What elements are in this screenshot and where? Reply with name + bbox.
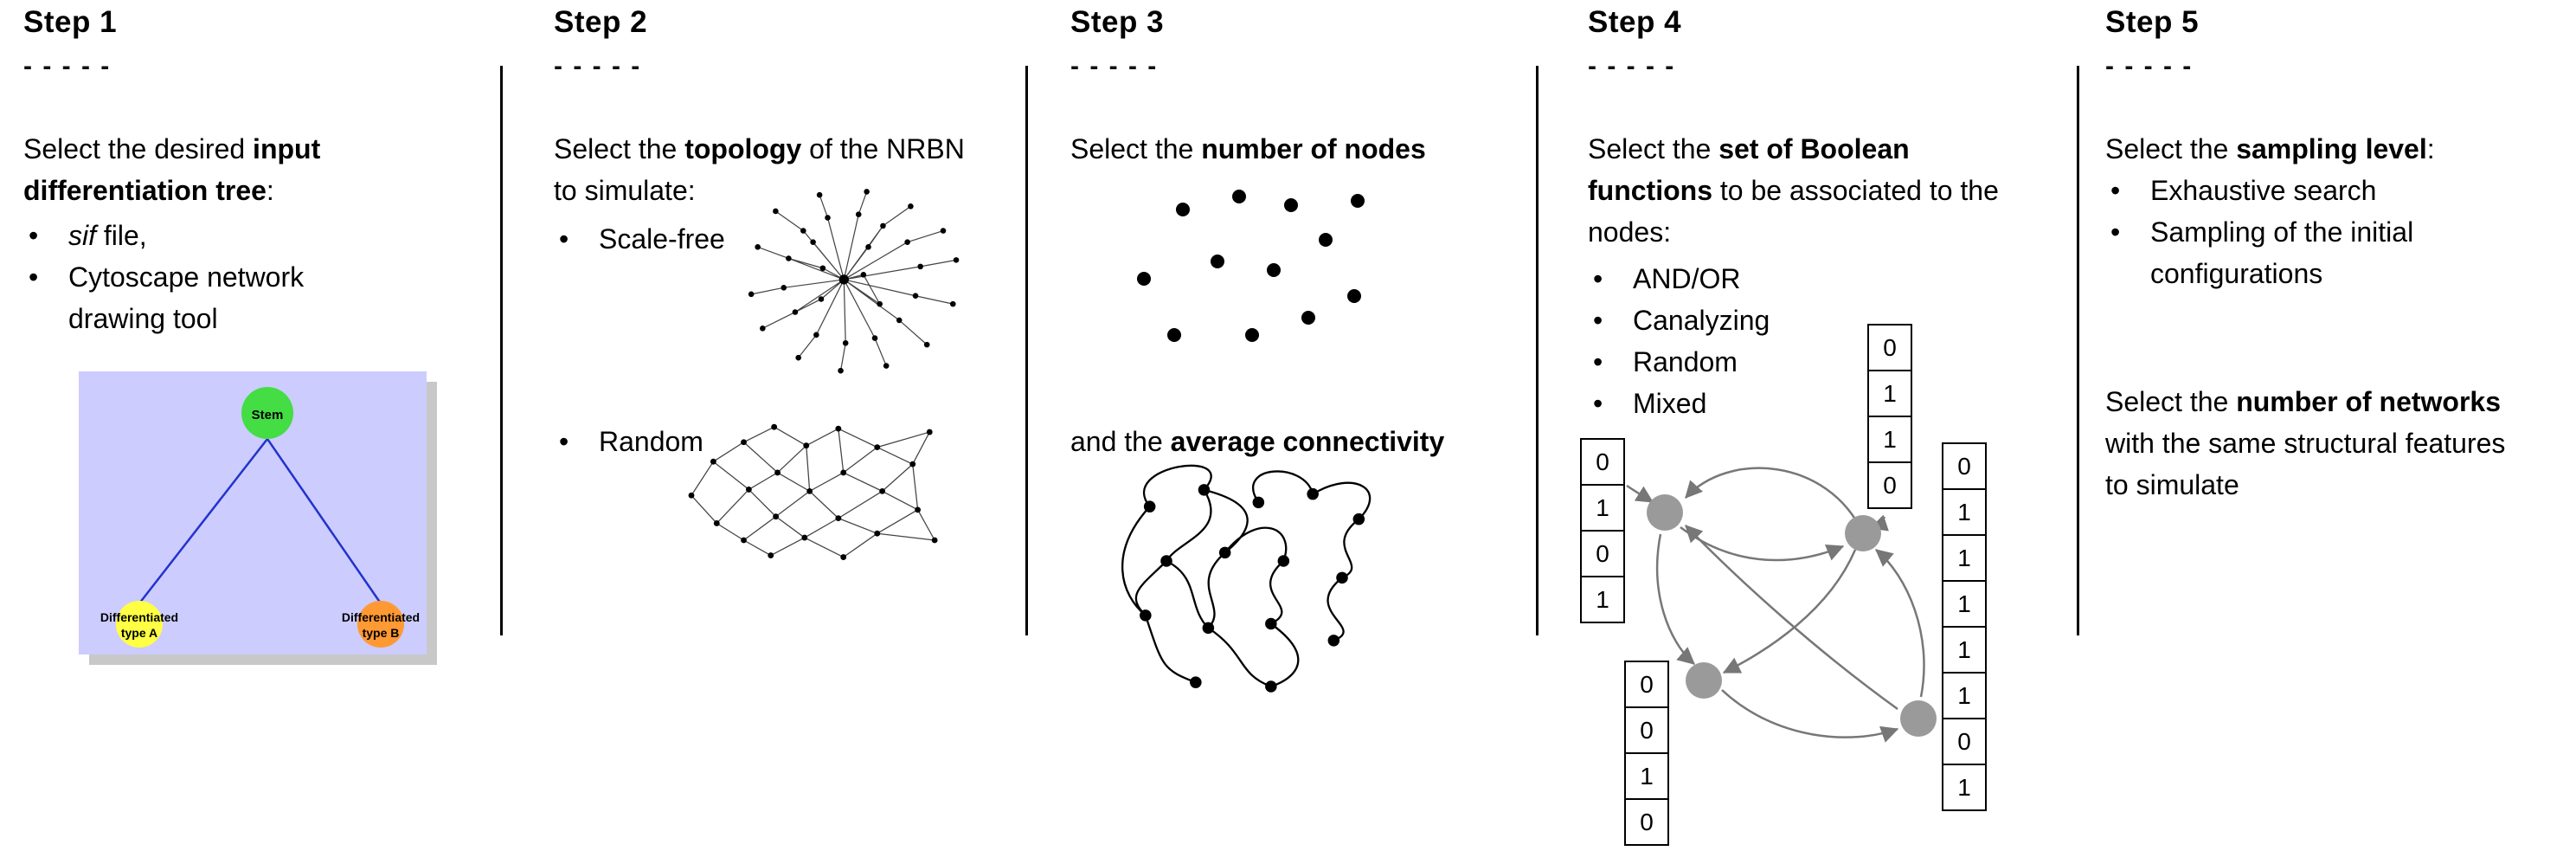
step4-column: Step 4 - - - - - Select the set of Boole… bbox=[1588, 0, 2077, 851]
step1-bullet-list: • sif file, • Cytoscape network drawing … bbox=[23, 215, 508, 339]
step5-column: Step 5 - - - - - Select the sampling lev… bbox=[2105, 0, 2564, 851]
step2-intro: Select the topology of the NRBN to simul… bbox=[554, 133, 965, 206]
bullet-icon: • bbox=[1593, 388, 1603, 419]
step3-line1: Select the number of nodes bbox=[1070, 133, 1426, 164]
stem-label: Stem bbox=[252, 408, 284, 422]
step5-title: Step 5 bbox=[2105, 5, 2200, 39]
step2-bullet-scalefree: • Scale-free bbox=[554, 218, 831, 260]
type-b-node bbox=[357, 601, 404, 648]
step2-bullet-random: • Random bbox=[554, 421, 831, 462]
bullet-icon: • bbox=[2110, 175, 2121, 206]
step3-title: Step 3 bbox=[1070, 5, 1165, 39]
bullet-icon: • bbox=[559, 426, 569, 457]
type-a-node bbox=[116, 601, 163, 648]
truth-cell: 0 bbox=[1942, 442, 1987, 490]
truth-cell: 1 bbox=[1942, 534, 1987, 582]
scale-free-network-graphic bbox=[748, 189, 960, 374]
step3-dashes: - - - - - bbox=[1070, 52, 1159, 81]
step4-bullet-andor: •AND/OR bbox=[1588, 258, 2003, 300]
step2-column: Step 2 - - - - - Select the topology of … bbox=[554, 0, 1021, 851]
truth-table-top: 0 1 1 0 bbox=[1867, 324, 1912, 509]
boolean-nodes bbox=[1647, 494, 1937, 737]
step2-dashes: - - - - - bbox=[554, 52, 642, 81]
step1-column: Step 1 - - - - - Select the desired inpu… bbox=[23, 0, 508, 851]
step4-intro: Select the set of Boolean functions to b… bbox=[1588, 133, 1999, 248]
truth-table-bottom: 0 0 1 0 bbox=[1624, 661, 1669, 846]
step5-dashes: - - - - - bbox=[2105, 52, 2194, 81]
network-node bbox=[1647, 494, 1683, 531]
truth-cell: 0 bbox=[1580, 438, 1625, 486]
nodes-scatter-graphic bbox=[1137, 190, 1365, 342]
type-a-label-line2: type A bbox=[121, 626, 157, 640]
bullet-icon: • bbox=[2110, 216, 2121, 248]
step5-second-paragraph: Select the number of networks with the s… bbox=[2105, 386, 2506, 500]
step4-title: Step 4 bbox=[1588, 5, 1682, 39]
truth-cell: 0 bbox=[1942, 718, 1987, 765]
step5-bullet-sampling: •Sampling of the initial configurations bbox=[2105, 211, 2564, 294]
step2-title: Step 2 bbox=[554, 5, 648, 39]
type-a-label-line1: Differentiated bbox=[100, 610, 178, 624]
truth-cell: 1 bbox=[1942, 764, 1987, 811]
step3-line2: and the average connectivity bbox=[1070, 426, 1445, 457]
truth-table-left: 0 1 0 1 bbox=[1580, 438, 1625, 623]
step1-intro: Select the desired input differentiation… bbox=[23, 133, 321, 206]
truth-cell: 1 bbox=[1580, 484, 1625, 532]
truth-cell: 0 bbox=[1580, 530, 1625, 577]
differentiation-tree-graphic: Stem Differentiated type A Differentiate… bbox=[79, 371, 437, 665]
scale-free-nodes bbox=[748, 189, 960, 374]
column-divider bbox=[1025, 66, 1028, 635]
truth-cell: 0 bbox=[1867, 461, 1912, 509]
truth-cell: 0 bbox=[1624, 661, 1669, 708]
bullet-icon: • bbox=[1593, 346, 1603, 377]
truth-cell: 0 bbox=[1624, 706, 1669, 754]
bullet-icon: • bbox=[1593, 263, 1603, 294]
stem-node bbox=[241, 387, 293, 439]
bullet-icon: • bbox=[29, 220, 39, 251]
column-divider bbox=[2077, 66, 2079, 635]
truth-cell: 1 bbox=[1580, 576, 1625, 623]
column-divider bbox=[500, 66, 503, 635]
network-node bbox=[1845, 515, 1881, 551]
boolean-network-graphic: 0 1 0 1 0 1 1 0 0 0 1 0 0 1 1 1 1 1 0 1 bbox=[1577, 306, 1992, 849]
regulation-arrows bbox=[1626, 467, 1925, 743]
type-b-label-line1: Differentiated bbox=[342, 610, 420, 624]
step1-dashes: - - - - - bbox=[23, 52, 112, 81]
truth-cell: 1 bbox=[1867, 416, 1912, 463]
truth-cell: 1 bbox=[1942, 580, 1987, 628]
tree-edges bbox=[138, 438, 382, 604]
truth-cell: 1 bbox=[1624, 752, 1669, 800]
step4-bullet-mixed: •Mixed bbox=[1588, 383, 2003, 424]
truth-cell: 1 bbox=[1867, 370, 1912, 417]
truth-table-right: 0 1 1 1 1 1 0 1 bbox=[1942, 442, 1987, 811]
step4-bullet-random: •Random bbox=[1588, 341, 2003, 383]
step5-bullet-list: •Exhaustive search •Sampling of the init… bbox=[2105, 170, 2564, 294]
step5-intro: Select the sampling level: bbox=[2105, 133, 2435, 164]
step1-bullet-cytoscape: • Cytoscape network drawing tool bbox=[23, 256, 508, 339]
network-node bbox=[1686, 662, 1722, 699]
column-divider bbox=[1536, 66, 1539, 635]
scatter-dots bbox=[1137, 190, 1365, 342]
truth-cell: 1 bbox=[1942, 488, 1987, 536]
network-node bbox=[1900, 700, 1937, 737]
bullet-icon: • bbox=[29, 261, 39, 293]
connectivity-network-graphic bbox=[1121, 464, 1372, 693]
type-b-label-line2: type B bbox=[363, 626, 400, 640]
truth-cell: 1 bbox=[1942, 626, 1987, 674]
bullet-icon: • bbox=[1593, 305, 1603, 336]
step4-dashes: - - - - - bbox=[1588, 52, 1676, 81]
step5-bullet-exhaustive: •Exhaustive search bbox=[2105, 170, 2564, 211]
step1-title: Step 1 bbox=[23, 5, 118, 39]
random-network-nodes bbox=[688, 423, 938, 560]
step1-bullet-sif: • sif file, bbox=[23, 215, 508, 256]
step4-bullet-list: •AND/OR •Canalyzing •Random •Mixed bbox=[1588, 258, 2003, 424]
bullet-icon: • bbox=[559, 223, 569, 255]
connectivity-nodes bbox=[1140, 484, 1365, 693]
step3-column: Step 3 - - - - - Select the number of no… bbox=[1070, 0, 1538, 851]
boolean-network-svg bbox=[1626, 467, 1937, 743]
truth-cell: 1 bbox=[1942, 672, 1987, 719]
step4-bullet-canalyzing: •Canalyzing bbox=[1588, 300, 2003, 341]
random-network-graphic bbox=[688, 423, 938, 560]
truth-cell: 0 bbox=[1624, 798, 1669, 846]
truth-cell: 0 bbox=[1867, 324, 1912, 371]
